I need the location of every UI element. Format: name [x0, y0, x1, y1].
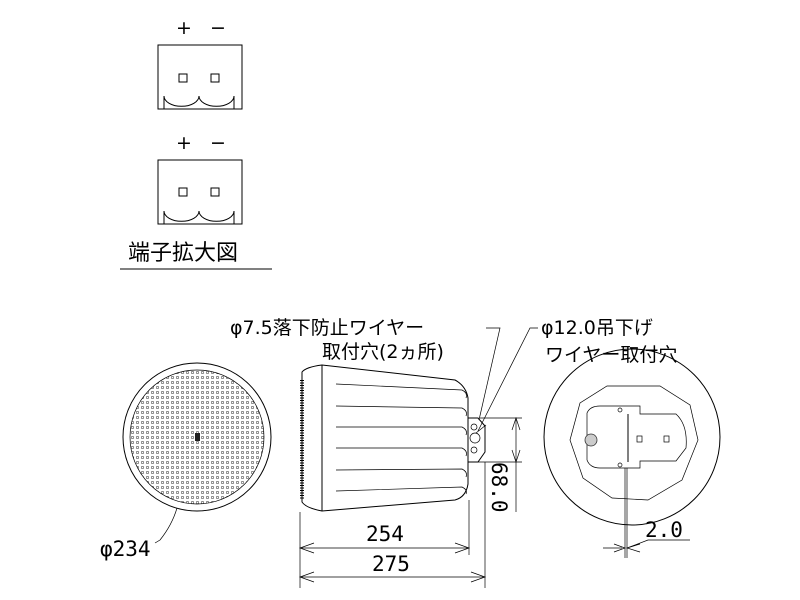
terminal-block-2: + − [157, 132, 243, 225]
hole-spacing-label: 68.0 [487, 462, 511, 513]
safety-wire-hole-label-1: φ7.5落下防止ワイヤー [230, 317, 424, 339]
terminal-caption: 端子拡大図 [128, 241, 238, 266]
terminal-minus-label: − [210, 17, 226, 39]
depth-dimensions: 254 275 [298, 462, 487, 588]
safety-wire-hole-label-2: 取付穴(2ヵ所) [322, 341, 444, 363]
hanging-wire-hole-label-1: φ12.0吊下げ [541, 317, 653, 339]
rear-view: 2.0 [543, 348, 721, 558]
diameter-label: φ234 [100, 537, 151, 561]
body-depth-label: 254 [366, 522, 404, 546]
terminal-plus-label: + [176, 132, 192, 154]
hole-spacing-dimension: 68.0 [478, 416, 522, 513]
terminal-minus-label: − [210, 132, 226, 154]
terminal-plus-label: + [176, 17, 192, 39]
front-view: φ234 [100, 362, 272, 561]
hanging-wire-hole-label-2: ワイヤー取付穴 [545, 344, 677, 366]
offset-label: 2.0 [645, 518, 683, 542]
total-depth-label: 275 [372, 552, 410, 576]
side-view [300, 327, 538, 512]
terminal-block-1: + − [157, 17, 243, 110]
